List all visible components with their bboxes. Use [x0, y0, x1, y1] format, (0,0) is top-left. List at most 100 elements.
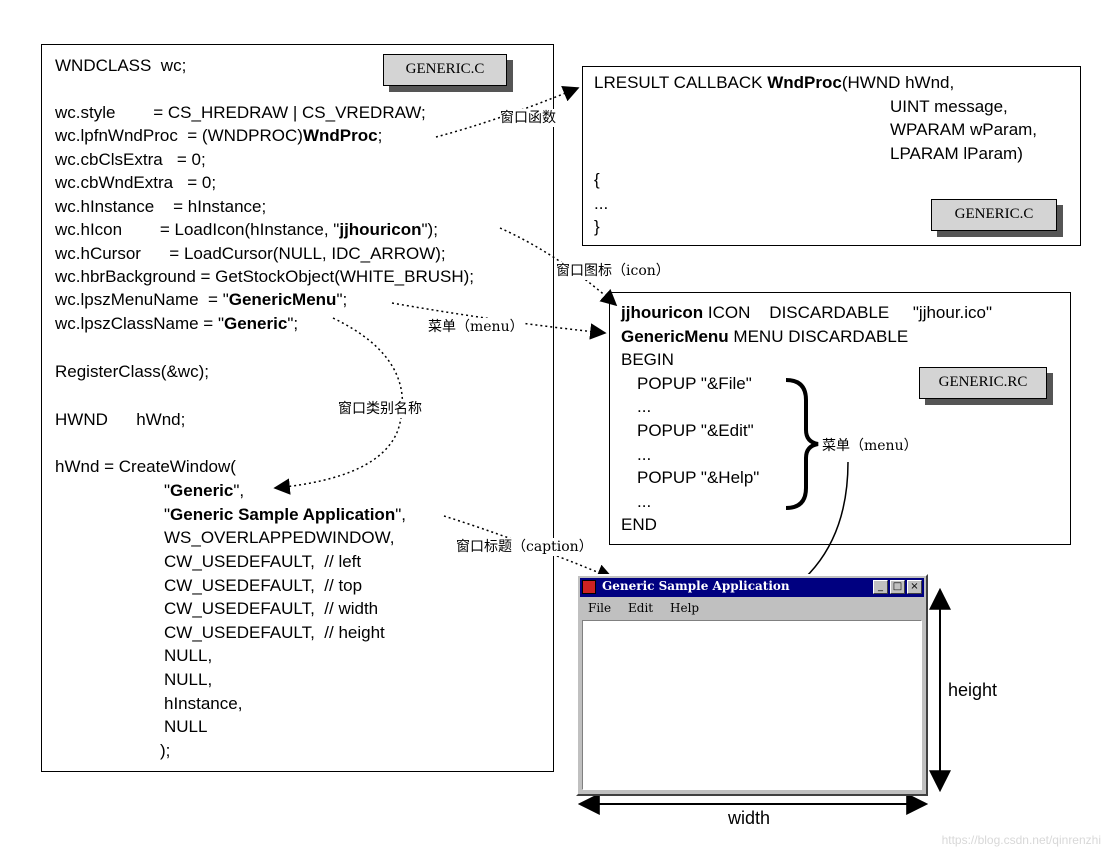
resource-script-box: GENERIC.RC jjhouricon ICON DISCARDABLE "…: [609, 292, 1071, 545]
code-line: wc.cbClsExtra = 0;: [55, 150, 206, 170]
code-segment: WPARAM wParam,: [890, 120, 1038, 139]
code-line: jjhouricon ICON DISCARDABLE "jjhour.ico": [621, 303, 992, 323]
menu-brace: [785, 378, 819, 510]
code-line: wc.lpfnWndProc = (WNDPROC)WndProc;: [55, 126, 382, 146]
label-window-caption: 窗口标题（caption）: [456, 538, 593, 556]
menu-edit[interactable]: Edit: [628, 601, 654, 615]
code-segment: Generic Sample Application: [170, 505, 396, 524]
code-segment: NULL,: [164, 646, 213, 665]
code-segment: wc.style = CS_HREDRAW | CS_VREDRAW;: [55, 103, 426, 122]
code-segment: {: [594, 170, 600, 189]
code-segment: LRESULT CALLBACK: [594, 73, 768, 92]
window-title-bar: Generic Sample Application _ □ ×: [580, 578, 924, 597]
close-button[interactable]: ×: [907, 580, 922, 594]
label-window-function: 窗口函数: [500, 109, 556, 127]
sample-window: Generic Sample Application _ □ × File Ed…: [576, 574, 928, 796]
code-segment: WndProc: [302, 126, 378, 145]
menu-file[interactable]: File: [588, 601, 612, 615]
code-segment: CW_USEDEFAULT, // width: [164, 599, 379, 618]
wndproc-file-tag: GENERIC.C: [931, 199, 1057, 231]
label-menu-1: 菜单（menu）: [428, 318, 524, 336]
code-segment: ;: [377, 126, 383, 145]
code-line: wc.hCursor = LoadCursor(NULL, IDC_ARROW)…: [55, 244, 446, 264]
code-line: NULL,: [164, 670, 212, 690]
code-line: {: [594, 170, 600, 190]
code-segment: GenericMenu: [621, 327, 729, 346]
code-segment: UINT message,: [890, 97, 1008, 116]
window-menu-bar: File Edit Help: [580, 599, 924, 619]
code-segment: wc.hIcon = LoadIcon(hInstance, ": [55, 220, 340, 239]
code-segment: wc.hbrBackground = GetStockObject(WHITE_…: [55, 267, 474, 286]
code-segment: wc.lpszClassName = ": [55, 314, 224, 333]
code-line: LRESULT CALLBACK WndProc(HWND hWnd,: [594, 73, 954, 93]
maximize-button[interactable]: □: [890, 580, 905, 594]
code-line: ...: [594, 194, 608, 214]
code-segment: POPUP "&Help": [637, 468, 760, 487]
code-segment: ";: [336, 290, 348, 309]
code-segment: jjhouricon: [621, 303, 704, 322]
code-segment: ...: [637, 445, 652, 464]
code-line: CW_USEDEFAULT, // width: [164, 599, 378, 619]
code-segment: wc.lpfnWndProc = (WNDPROC): [55, 126, 303, 145]
window-title: Generic Sample Application: [602, 579, 790, 593]
minimize-button[interactable]: _: [873, 580, 888, 594]
code-line: BEGIN: [621, 350, 674, 370]
code-segment: POPUP "&File": [637, 374, 752, 393]
width-label: width: [728, 808, 771, 828]
code-segment: );: [160, 741, 171, 760]
code-line: HWND hWnd;: [55, 410, 185, 430]
code-line: ...: [637, 397, 651, 417]
code-segment: ...: [637, 492, 652, 511]
menu-help[interactable]: Help: [670, 601, 700, 615]
code-segment: wc.lpszMenuName = ": [55, 290, 229, 309]
code-segment: POPUP "&Edit": [637, 421, 754, 440]
code-segment: wc.hInstance = hInstance;: [55, 197, 267, 216]
code-segment: HWND hWnd;: [55, 410, 186, 429]
code-segment: GenericMenu: [228, 290, 337, 309]
code-segment: WNDCLASS wc;: [55, 56, 187, 75]
code-line: CW_USEDEFAULT, // height: [164, 623, 385, 643]
code-segment: Generic: [224, 314, 288, 333]
code-line: hWnd = CreateWindow(: [55, 457, 236, 477]
code-line: }: [594, 217, 600, 237]
wndproc-code-box: GENERIC.C LRESULT CALLBACK WndProc(HWND …: [582, 66, 1081, 246]
code-segment: (HWND hWnd,: [841, 73, 955, 92]
generic-c-main-code-box: GENERIC.C WNDCLASS wc;wc.style = CS_HRED…: [41, 44, 554, 772]
code-line: UINT message,: [890, 97, 1008, 117]
code-segment: NULL: [164, 717, 208, 736]
code-line: NULL,: [164, 646, 212, 666]
code-segment: hInstance,: [164, 694, 243, 713]
app-icon: [582, 580, 596, 594]
code-line: ...: [637, 445, 651, 465]
code-segment: WndProc: [767, 73, 842, 92]
menu-name-arrow: [391, 302, 607, 340]
code-line: wc.style = CS_HREDRAW | CS_VREDRAW;: [55, 103, 426, 123]
label-window-class-name: 窗口类别名称: [338, 400, 422, 418]
code-segment: END: [621, 515, 657, 534]
code-segment: CW_USEDEFAULT, // left: [164, 552, 362, 571]
label-window-icon: 窗口图标（icon）: [556, 262, 670, 280]
code-line: CW_USEDEFAULT, // top: [164, 576, 362, 596]
code-segment: wc.hCursor = LoadCursor(NULL, IDC_ARROW)…: [55, 244, 446, 263]
code-line: GenericMenu MENU DISCARDABLE: [621, 327, 908, 347]
code-line: "Generic Sample Application",: [164, 505, 406, 525]
code-segment: wc.cbWndExtra = 0;: [55, 173, 217, 192]
code-segment: ",: [233, 481, 245, 500]
code-segment: }: [594, 217, 600, 236]
height-label: height: [948, 680, 998, 700]
code-segment: LPARAM lParam): [890, 144, 1023, 163]
code-segment: CW_USEDEFAULT, // top: [164, 576, 363, 595]
label-menu-2: 菜单（menu）: [822, 437, 918, 455]
code-segment: BEGIN: [621, 350, 674, 369]
code-segment: hWnd = CreateWindow(: [55, 457, 236, 476]
code-segment: RegisterClass(&wc);: [55, 362, 209, 381]
code-line: POPUP "&File": [637, 374, 752, 394]
code-line: wc.hbrBackground = GetStockObject(WHITE_…: [55, 267, 474, 287]
code-line: wc.hInstance = hInstance;: [55, 197, 266, 217]
class-name-arrow: [273, 317, 404, 495]
code-line: POPUP "&Help": [637, 468, 759, 488]
code-segment: WS_OVERLAPPEDWINDOW,: [164, 528, 395, 547]
code-line: wc.lpszMenuName = "GenericMenu";: [55, 290, 347, 310]
code-line: RegisterClass(&wc);: [55, 362, 209, 382]
